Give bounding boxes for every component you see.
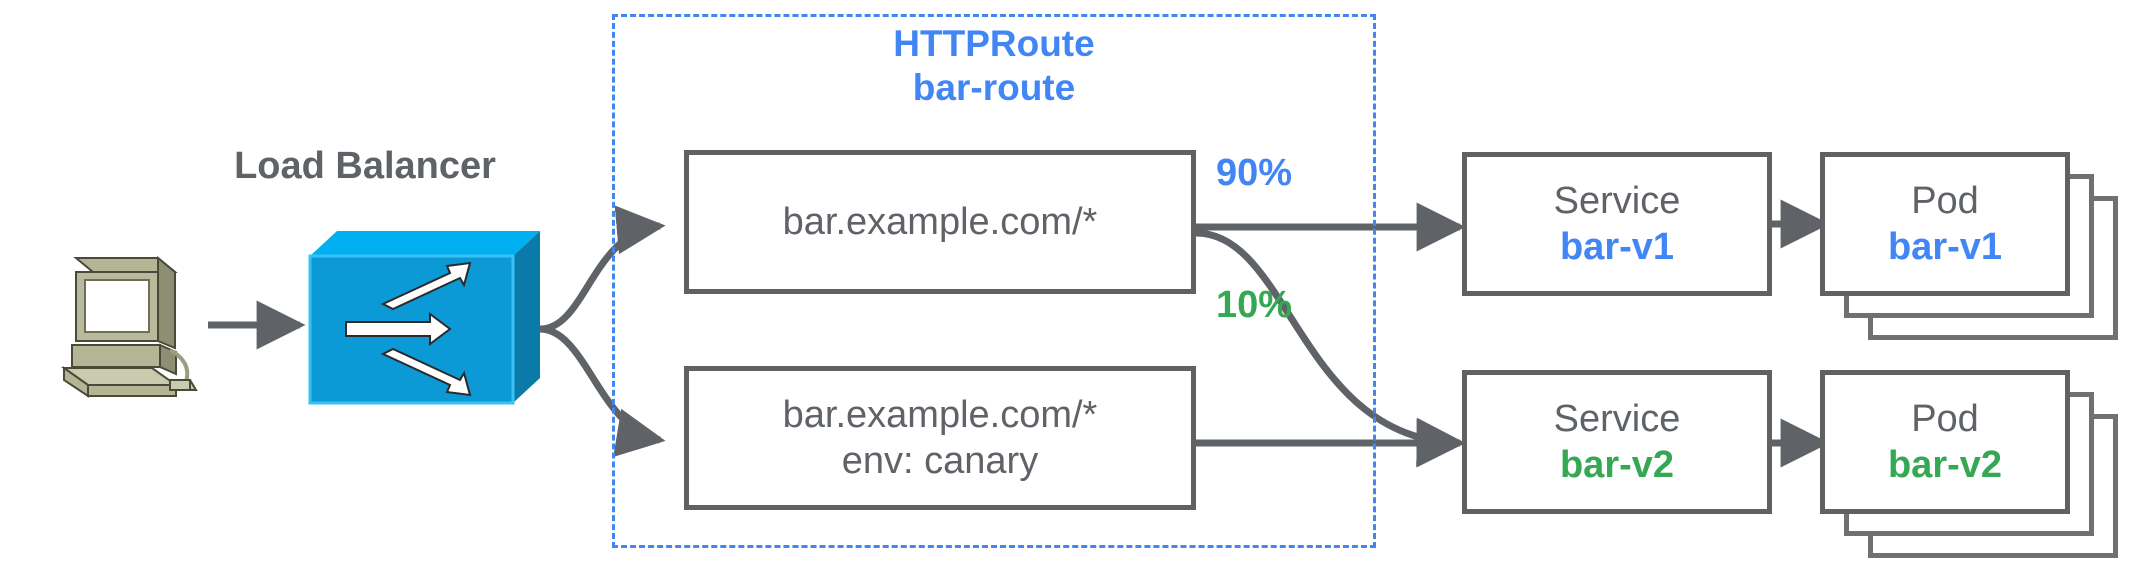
pod-v1-kind-label: Pod bbox=[1911, 179, 1979, 222]
pod-box-bar-v2[interactable]: Pod bar-v2 bbox=[1820, 370, 2070, 514]
pod-v2-name-label: bar-v2 bbox=[1887, 444, 2003, 486]
service-box-bar-v1[interactable]: Service bar-v1 bbox=[1462, 152, 1772, 296]
lb-to-route-primary-curve bbox=[539, 205, 666, 333]
load-balancer-icon bbox=[308, 231, 540, 405]
workstation-icon bbox=[60, 255, 198, 398]
httproute-kind-label: HTTPRoute bbox=[893, 23, 1095, 64]
service-v2-kind-label: Service bbox=[1553, 397, 1681, 440]
route-canary-line-2: env: canary bbox=[841, 440, 1039, 482]
pod-v1-name-label: bar-v1 bbox=[1887, 226, 2003, 268]
service-v1-name-label: bar-v1 bbox=[1559, 226, 1675, 268]
weight-label-10: 10% bbox=[1216, 284, 1293, 326]
route-primary-line-1: bar.example.com/* bbox=[782, 200, 1098, 243]
httproute-group-title: HTTPRoute bar-route bbox=[612, 22, 1376, 111]
weight-label-90: 90% bbox=[1216, 152, 1293, 194]
pod-box-bar-v1[interactable]: Pod bar-v1 bbox=[1820, 152, 2070, 296]
httproute-group-boundary bbox=[612, 14, 1376, 548]
service-v2-name-label: bar-v2 bbox=[1559, 444, 1675, 486]
route-match-box-primary[interactable]: bar.example.com/* bbox=[684, 150, 1196, 294]
pod-v2-kind-label: Pod bbox=[1911, 397, 1979, 440]
route-match-box-canary[interactable]: bar.example.com/* env: canary bbox=[684, 366, 1196, 510]
route-primary-to-service-v2-curve bbox=[1195, 229, 1466, 467]
httproute-name-label: bar-route bbox=[912, 67, 1076, 109]
service-box-bar-v2[interactable]: Service bar-v2 bbox=[1462, 370, 1772, 514]
service-v1-kind-label: Service bbox=[1553, 179, 1681, 222]
route-canary-line-1: bar.example.com/* bbox=[782, 393, 1098, 436]
lb-to-route-canary-curve bbox=[539, 325, 666, 457]
load-balancer-label: Load Balancer bbox=[234, 145, 496, 187]
